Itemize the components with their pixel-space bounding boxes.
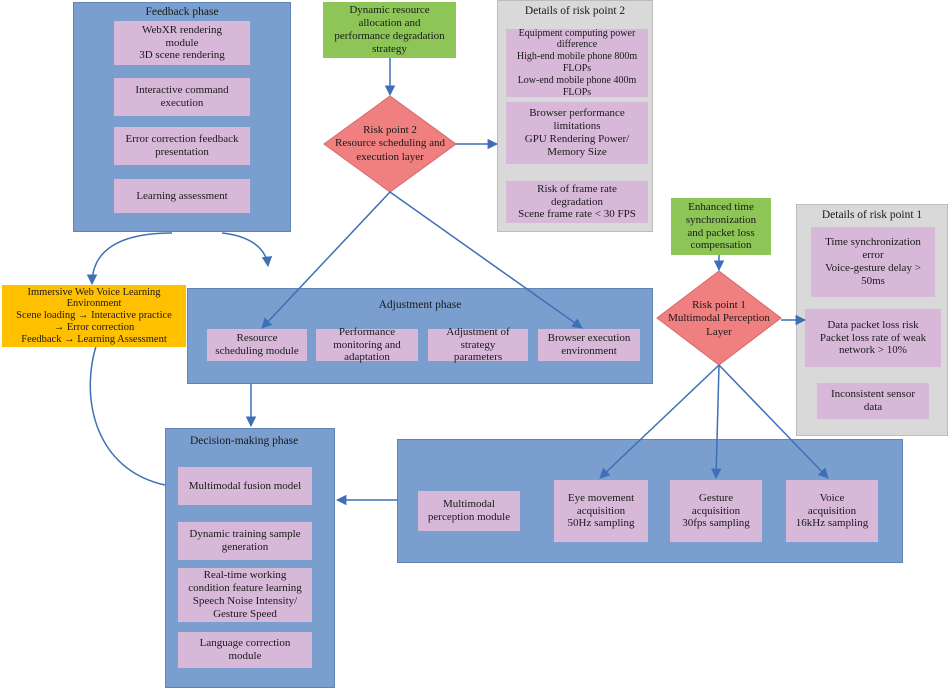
packet-loss-risk-box: Data packet loss risk Packet loss rate o… [805, 309, 941, 367]
multimodal-perception-module-box: Multimodal perception module [418, 491, 520, 531]
feedback-to-adjustment-curve [221, 232, 273, 268]
interactive-command-execution-box: Interactive command execution [114, 78, 250, 116]
browser-performance-limitations-box: Browser performance limitations GPU Rend… [506, 102, 648, 164]
browser-execution-environment-box: Browser execution environment [538, 329, 640, 361]
immersive-web-voice-environment-box: Immersive Web Voice Learning Environment… [2, 285, 186, 347]
eye-movement-acquisition-box: Eye movement acquisition 50Hz sampling [554, 480, 648, 542]
feedback-phase-panel: Feedback phase WebXR rendering module 3D… [73, 2, 291, 232]
inconsistent-sensor-data-box: Inconsistent sensor data [817, 383, 929, 419]
language-correction-module-box: Language correction module [178, 632, 312, 668]
decision-making-phase-title: Decision-making phase [190, 435, 299, 447]
time-sync-error-box: Time synchronization error Voice-gesture… [811, 227, 935, 297]
webxr-rendering-module-box: WebXR rendering module 3D scene renderin… [114, 21, 250, 65]
frame-rate-degradation-box: Risk of frame rate degradation Scene fra… [506, 181, 648, 223]
decision-making-phase-panel: Decision-making phase Multimodal fusion … [165, 428, 335, 688]
adjustment-phase-panel: Adjustment phase Resource scheduling mod… [187, 288, 653, 384]
voice-acquisition-box: Voice acquisition 16kHz sampling [786, 480, 878, 542]
risk-point-2-label: Risk point 2 Resource scheduling and exe… [335, 124, 445, 163]
perception-panel: Multimodal perception module Eye movemen… [397, 439, 903, 563]
details-risk-point-2-title: Details of risk point 2 [524, 5, 626, 17]
error-correction-feedback-box: Error correction feedback presentation [114, 127, 250, 165]
details-risk-point-1-panel: Details of risk point 1 Time synchroniza… [796, 204, 948, 436]
resource-scheduling-module-box: Resource scheduling module [207, 329, 307, 361]
dynamic-resource-strategy-box: Dynamic resource allocation and performa… [323, 2, 456, 58]
time-sync-compensation-box: Enhanced time synchronization and packet… [671, 198, 771, 255]
gesture-acquisition-box: Gesture acquisition 30fps sampling [670, 480, 762, 542]
details-risk-point-1-title: Details of risk point 1 [821, 209, 923, 221]
environment-to-decision-curve [89, 345, 166, 486]
feedback-phase-title: Feedback phase [145, 6, 219, 18]
details-risk-point-2-panel: Details of risk point 2 Equipment comput… [497, 0, 653, 232]
risk-point-1-label: Risk point 1 Multimodal Perception Layer [668, 299, 770, 338]
real-time-condition-learning-box: Real-time working condition feature lear… [178, 568, 312, 622]
dynamic-training-sample-box: Dynamic training sample generation [178, 522, 312, 560]
computing-power-difference-box: Equipment computing power difference Hig… [506, 28, 648, 98]
feedback-to-environment-curve [86, 232, 173, 286]
adjustment-phase-title: Adjustment phase [378, 299, 462, 311]
strategy-parameters-box: Adjustment of strategy parameters [428, 326, 528, 363]
learning-assessment-box: Learning assessment [114, 179, 250, 213]
multimodal-fusion-model-box: Multimodal fusion model [178, 467, 312, 505]
performance-monitoring-box: Performance monitoring and adaptation [316, 326, 418, 363]
